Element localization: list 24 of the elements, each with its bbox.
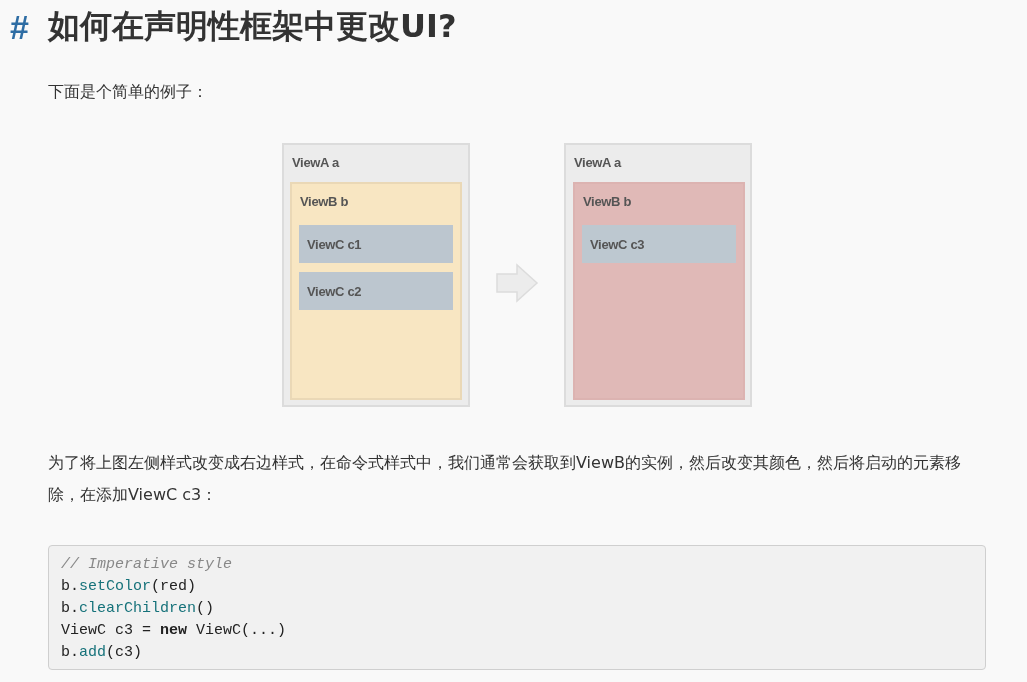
outer-panel (282, 143, 470, 407)
code-line: b.add(c3) (61, 643, 144, 663)
heading-marker: # (10, 7, 29, 48)
view-label: ViewC c1 (307, 236, 362, 254)
view-label: ViewB b (300, 193, 349, 211)
view-label: ViewA a (574, 154, 621, 172)
child-view-box (299, 272, 453, 310)
inner-panel (573, 182, 745, 400)
code-line: b.clearChildren() (61, 599, 216, 619)
inner-panel (290, 182, 462, 400)
view-label: ViewC c3 (590, 236, 645, 254)
view-label: ViewA a (292, 154, 339, 172)
outer-panel (564, 143, 752, 407)
child-view-box (582, 225, 736, 263)
view-label: ViewB b (583, 193, 632, 211)
view-label: ViewC c2 (307, 283, 362, 301)
block-arrow (496, 263, 539, 303)
code-line: ViewC c3 = new ViewC(...) (61, 621, 288, 641)
code-line: b.setColor(red) (61, 577, 198, 597)
code-comment: // Imperative style (61, 555, 234, 575)
child-view-box (299, 225, 453, 263)
explanation-paragraph: 为了将上图左侧样式改变成右边样式，在命令式样式中，我们通常会获取到ViewB的实例，然后改变其颜色，然后将启动的元素移除，在添加ViewC c3： (48, 452, 962, 506)
page-title: 如何在声明性框架中更改UI? (48, 6, 457, 47)
intro-text: 下面是个简单的例子： (48, 81, 208, 103)
